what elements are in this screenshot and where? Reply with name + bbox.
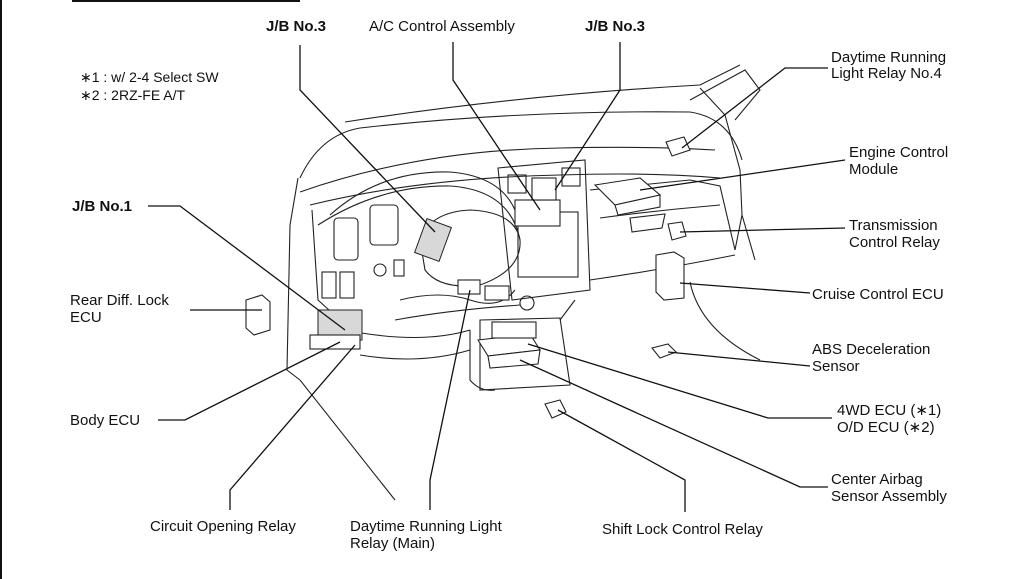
leader-tcr xyxy=(679,227,846,233)
label-rear-diff-2: ECU xyxy=(70,309,102,326)
leader-ac-control xyxy=(452,42,541,211)
leader-airbag xyxy=(519,359,828,488)
label-ecm-1: Engine Control xyxy=(849,144,949,161)
leader-jb3-left xyxy=(299,45,436,233)
ecm-box xyxy=(593,177,662,216)
label-circuit-opening: Circuit Opening Relay xyxy=(150,518,296,535)
label-airbag-1: Center Airbag xyxy=(831,471,923,488)
fwd-ecu-box xyxy=(477,333,541,369)
label-drl4-1: Daytime Running xyxy=(831,49,947,66)
label-drl-main-2: Relay (Main) xyxy=(350,535,436,552)
ac-control-box xyxy=(514,177,561,227)
leader-jb1 xyxy=(148,205,346,331)
leader-ecm xyxy=(639,159,846,191)
jb3-left-box xyxy=(413,217,453,263)
label-ecm-2: Module xyxy=(849,161,899,178)
label-airbag-2: Sensor Assembly xyxy=(831,488,947,505)
tcr-box xyxy=(667,221,687,241)
label-ac-control: A/C Control Assembly xyxy=(369,18,515,35)
label-tcr-2: Control Relay xyxy=(849,234,940,251)
leader-body-ecu xyxy=(158,341,341,421)
leader-cruise xyxy=(679,282,811,294)
rear-diff-box xyxy=(245,294,271,336)
label-jb3-right: J/B No.3 xyxy=(585,18,646,35)
leader-drl-main xyxy=(429,289,471,510)
drl4-box xyxy=(665,136,691,157)
cruise-box xyxy=(655,251,685,301)
label-body-ecu: Body ECU xyxy=(70,412,141,429)
leader-abs xyxy=(667,351,811,367)
label-abs-2: Sensor xyxy=(812,358,860,375)
label-shift-lock: Shift Lock Control Relay xyxy=(602,521,763,538)
note-1: ∗1 : w/ 2-4 Select SW xyxy=(80,69,219,85)
leader-circuit-opening xyxy=(229,344,356,510)
label-jb3-left: J/B No.3 xyxy=(266,18,327,35)
label-cruise: Cruise Control ECU xyxy=(812,286,944,303)
label-rear-diff-1: Rear Diff. Lock xyxy=(70,292,169,309)
label-tcr-1: Transmission xyxy=(849,217,938,234)
jb1-box xyxy=(309,309,363,350)
leader-jb3-right xyxy=(554,42,621,191)
abs-box xyxy=(651,343,677,359)
label-abs-1: ABS Deceleration xyxy=(812,341,931,358)
airbag-box xyxy=(491,321,537,339)
label-fwd-2: O/D ECU (∗2) xyxy=(837,419,935,436)
leader-fwd xyxy=(527,343,832,419)
note-2: ∗2 : 2RZ-FE A/T xyxy=(80,87,186,103)
label-fwd-1: 4WD ECU (∗1) xyxy=(837,402,942,419)
label-drl4-2: Light Relay No.4 xyxy=(831,65,942,82)
drl-main-box xyxy=(457,279,510,301)
leader-drl4 xyxy=(681,67,828,149)
label-drl-main-1: Daytime Running Light xyxy=(350,518,502,535)
leader-shift-lock xyxy=(557,409,686,512)
label-jb1: J/B No.1 xyxy=(72,198,133,215)
shift-lock-box xyxy=(544,399,567,419)
